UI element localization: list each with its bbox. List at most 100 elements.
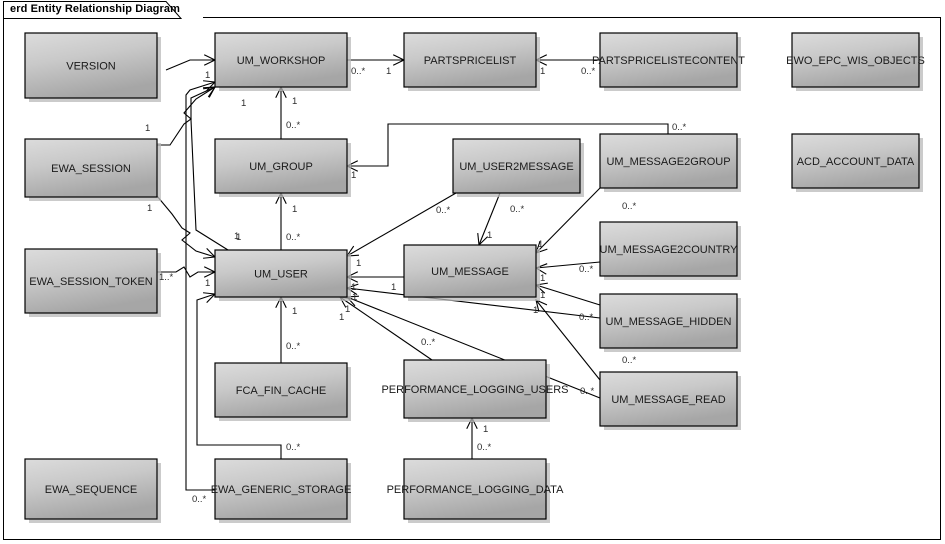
multiplicity-label: 1: [292, 204, 297, 215]
entity-acd-account-data[interactable]: ACD_ACCOUNT_DATA: [791, 133, 923, 192]
multiplicity-label: 1: [356, 258, 361, 269]
entity-box[interactable]: [214, 458, 348, 520]
entity-box[interactable]: [24, 248, 158, 314]
entity-box[interactable]: [791, 133, 920, 189]
multiplicity-label: 1: [540, 273, 545, 284]
entity-partspricelist[interactable]: PARTSPRICELIST: [403, 32, 540, 91]
entity-box[interactable]: [403, 244, 537, 298]
entity-name-label: UM_GROUP: [249, 161, 313, 173]
entity-box[interactable]: [599, 371, 738, 427]
entity-box[interactable]: [24, 458, 158, 520]
multiplicity-label: 1: [487, 230, 492, 241]
relationship-performance_logging_data-to-performance_logging_users[interactable]: [466, 416, 478, 459]
entity-box[interactable]: [214, 32, 348, 88]
multiplicity-label: 1: [538, 239, 543, 250]
relationship-um_workshop-left-entry[interactable]: [165, 54, 217, 71]
entity-box[interactable]: [599, 133, 738, 189]
relationship-partspricelistecontent-to-partspricelist[interactable]: [534, 54, 600, 66]
entity-box[interactable]: [24, 32, 158, 99]
entity-box[interactable]: [24, 138, 158, 198]
multiplicity-label: 1: [391, 282, 396, 293]
relationship-um_message2group-to-um_message[interactable]: [535, 187, 601, 254]
entity-name-label: EWA_SESSION_TOKEN: [29, 276, 153, 288]
entity-ewo-epc-wis-objects[interactable]: EWO_EPC_WIS_OBJECTS: [786, 32, 925, 91]
multiplicity-label: 0..*: [286, 232, 301, 243]
relationship-performance_logging_users-to-um_user[interactable]: [338, 296, 433, 361]
entity-box[interactable]: [791, 32, 920, 88]
entity-name-label: UM_MESSAGE_HIDDEN: [606, 316, 732, 328]
relationship-um_message_hidden-to-um_message[interactable]: [534, 282, 601, 306]
entity-um-workshop[interactable]: UM_WORKSHOP: [214, 32, 351, 91]
relationship-line: [535, 284, 601, 306]
entity-ewa-session[interactable]: EWA_SESSION: [24, 138, 161, 201]
multiplicity-label: 1: [483, 424, 488, 435]
multiplicity-label: 0..*: [477, 442, 492, 453]
entity-partspricelistecontent[interactable]: PARTSPRICELISTECONTENT: [592, 32, 745, 91]
entity-ewa-session-token[interactable]: EWA_SESSION_TOKEN: [24, 248, 161, 317]
relationship-fca_fin_cache-to-um_user[interactable]: [275, 295, 287, 363]
entity-box[interactable]: [599, 221, 738, 277]
multiplicity-label: 1..*: [159, 272, 174, 283]
entity-box[interactable]: [403, 359, 547, 419]
relationship-line: [157, 266, 215, 278]
relationship-um_message-to-um_user[interactable]: [345, 271, 404, 283]
multiplicity-label: 1: [241, 98, 246, 109]
diagram-frame-tab[interactable]: [3, 1, 203, 19]
multiplicity-label: 1: [236, 232, 241, 243]
entity-box[interactable]: [599, 32, 738, 88]
relationship-line: [347, 123, 669, 167]
multiplicity-label: 0..*: [579, 312, 594, 323]
multiplicity-label: 1: [533, 305, 538, 316]
entity-um-message2country[interactable]: UM_MESSAGE2COUNTRY: [599, 221, 741, 280]
entity-ewa-generic-storage[interactable]: EWA_GENERIC_STORAGE: [211, 458, 352, 523]
relationship-line: [346, 192, 457, 257]
entity-um-message-read[interactable]: UM_MESSAGE_READ: [599, 371, 741, 430]
relationship-line: [190, 86, 229, 251]
entity-ewa-sequence[interactable]: EWA_SEQUENCE: [24, 458, 161, 523]
entity-um-group[interactable]: UM_GROUP: [214, 138, 351, 197]
entity-name-label: UM_USER: [254, 268, 308, 280]
multiplicity-label: 1: [386, 66, 391, 77]
entity-performance-logging-data[interactable]: PERFORMANCE_LOGGING_DATA: [387, 458, 565, 523]
multiplicity-label: 1: [205, 70, 210, 81]
relationship-um_group-to-um_workshop[interactable]: [275, 85, 287, 139]
entity-version[interactable]: VERSION: [24, 32, 161, 102]
entity-box[interactable]: [599, 293, 738, 349]
relationship-ewa_generic_storage-to-um_workshop[interactable]: [185, 80, 217, 491]
entity-um-message2group[interactable]: UM_MESSAGE2GROUP: [599, 133, 741, 192]
relationship-um_user-to-um_group[interactable]: [275, 191, 287, 250]
relationship-layer: [156, 54, 669, 491]
entity-box[interactable]: [403, 32, 537, 88]
entity-name-label: UM_MESSAGE: [431, 266, 509, 278]
multiplicity-label: 1: [339, 312, 344, 323]
multiplicity-label: 1: [540, 290, 545, 301]
entity-performance-logging-users[interactable]: PERFORMANCE_LOGGING_USERS: [381, 359, 569, 422]
multiplicity-label: 0..*: [579, 264, 594, 275]
entity-box[interactable]: [403, 458, 547, 520]
entity-box[interactable]: [214, 138, 348, 194]
multiplicity-label: 0..*: [286, 341, 301, 352]
multiplicity-label: 0..*: [672, 122, 687, 133]
entity-um-message[interactable]: UM_MESSAGE: [403, 244, 540, 301]
entity-um-user2message[interactable]: UM_USER2MESSAGE: [452, 138, 584, 197]
entity-box[interactable]: [452, 138, 581, 194]
entity-name-label: UM_MESSAGE2COUNTRY: [600, 244, 739, 256]
relationship-line: [535, 261, 601, 269]
entity-box[interactable]: [214, 362, 348, 418]
multiplicity-label: 1: [352, 292, 357, 303]
multiplicity-label: 1: [292, 96, 297, 107]
entity-name-label: EWA_SESSION: [51, 163, 131, 175]
entity-box[interactable]: [214, 249, 348, 298]
entity-name-label: UM_MESSAGE2GROUP: [606, 156, 730, 168]
multiplicity-label: 1: [345, 304, 350, 315]
multiplicity-label: 0..*: [581, 66, 596, 77]
multiplicity-label: 0..*: [351, 66, 366, 77]
multiplicity-label: 1: [540, 66, 545, 77]
entity-name-label: UM_USER2MESSAGE: [459, 161, 573, 173]
entity-fca-fin-cache[interactable]: FCA_FIN_CACHE: [214, 362, 351, 421]
entity-um-user[interactable]: UM_USER: [214, 249, 351, 301]
relationship-um_workshop-to-partspricelist[interactable]: [347, 54, 406, 66]
entity-um-message-hidden[interactable]: UM_MESSAGE_HIDDEN: [599, 293, 741, 352]
